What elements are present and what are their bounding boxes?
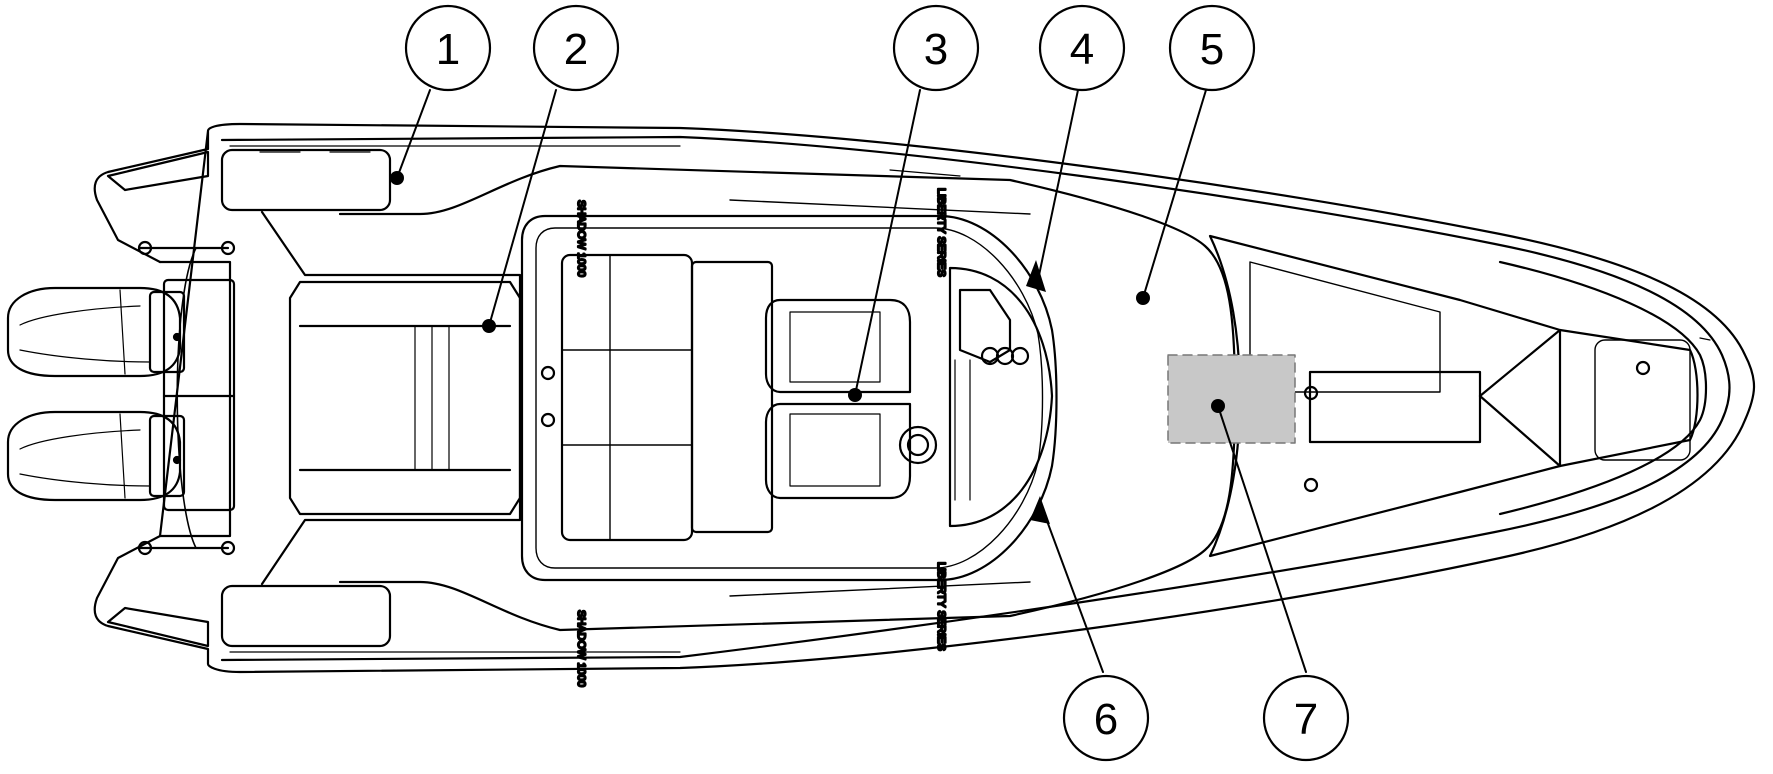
t-top-frame — [520, 199, 1058, 597]
leader-2 — [488, 89, 557, 327]
deck-layout — [220, 148, 1699, 648]
leader-lines — [396, 89, 1307, 673]
marker-dot-2 — [482, 319, 496, 333]
callout-2: 2 — [532, 4, 620, 92]
marker-dot-7 — [1211, 399, 1225, 413]
helm-seats — [764, 298, 912, 500]
highlight-area — [1167, 354, 1296, 444]
helm-console — [898, 266, 1054, 528]
hull-outline — [93, 122, 1756, 674]
leader-6 — [1039, 501, 1104, 673]
brand-text-lower: LIBERTY SERIES — [935, 562, 947, 651]
callout-number-6: 6 — [1094, 695, 1118, 744]
marker-arrow-6 — [1030, 496, 1050, 524]
model-badge-lower: SHADOW 1000 — [575, 610, 587, 687]
callout-number-3: 3 — [924, 25, 948, 74]
callout-number-4: 4 — [1070, 25, 1094, 74]
callouts: 1 2 3 4 5 6 7 — [404, 4, 1350, 762]
marker-dot-3 — [848, 388, 862, 402]
callout-5: 5 — [1168, 4, 1256, 92]
hull-lettering: SHADOW 1000 SHADOW 1000 LIBERTY SERIES L… — [574, 187, 948, 688]
callout-6: 6 — [1062, 674, 1150, 762]
leader-terminals — [390, 171, 1225, 524]
callout-1: 1 — [404, 4, 492, 92]
callout-number-7: 7 — [1294, 695, 1318, 744]
callout-3: 3 — [892, 4, 980, 92]
callout-number-5: 5 — [1200, 25, 1224, 74]
bench-seat — [540, 253, 774, 542]
callout-7: 7 — [1262, 674, 1350, 762]
leader-7 — [1217, 405, 1307, 673]
callout-number-1: 1 — [436, 25, 460, 74]
leader-5 — [1142, 89, 1207, 299]
outboard-engines — [6, 278, 236, 512]
leader-4 — [1037, 89, 1079, 281]
marker-dot-5 — [1136, 291, 1150, 305]
stern-lockers — [220, 148, 392, 648]
leader-1 — [396, 89, 431, 179]
brand-text-upper: LIBERTY SERIES — [935, 188, 947, 277]
outboard-engine-lower — [6, 410, 186, 502]
aft-sunpad — [288, 280, 522, 516]
model-badge-upper: SHADOW 1000 — [575, 200, 587, 277]
callout-number-2: 2 — [564, 25, 588, 74]
marker-dot-1 — [390, 171, 404, 185]
marker-arrow-4 — [1026, 260, 1046, 292]
leader-3 — [854, 89, 921, 396]
outboard-engine-upper — [6, 286, 186, 378]
callout-4: 4 — [1038, 4, 1126, 92]
